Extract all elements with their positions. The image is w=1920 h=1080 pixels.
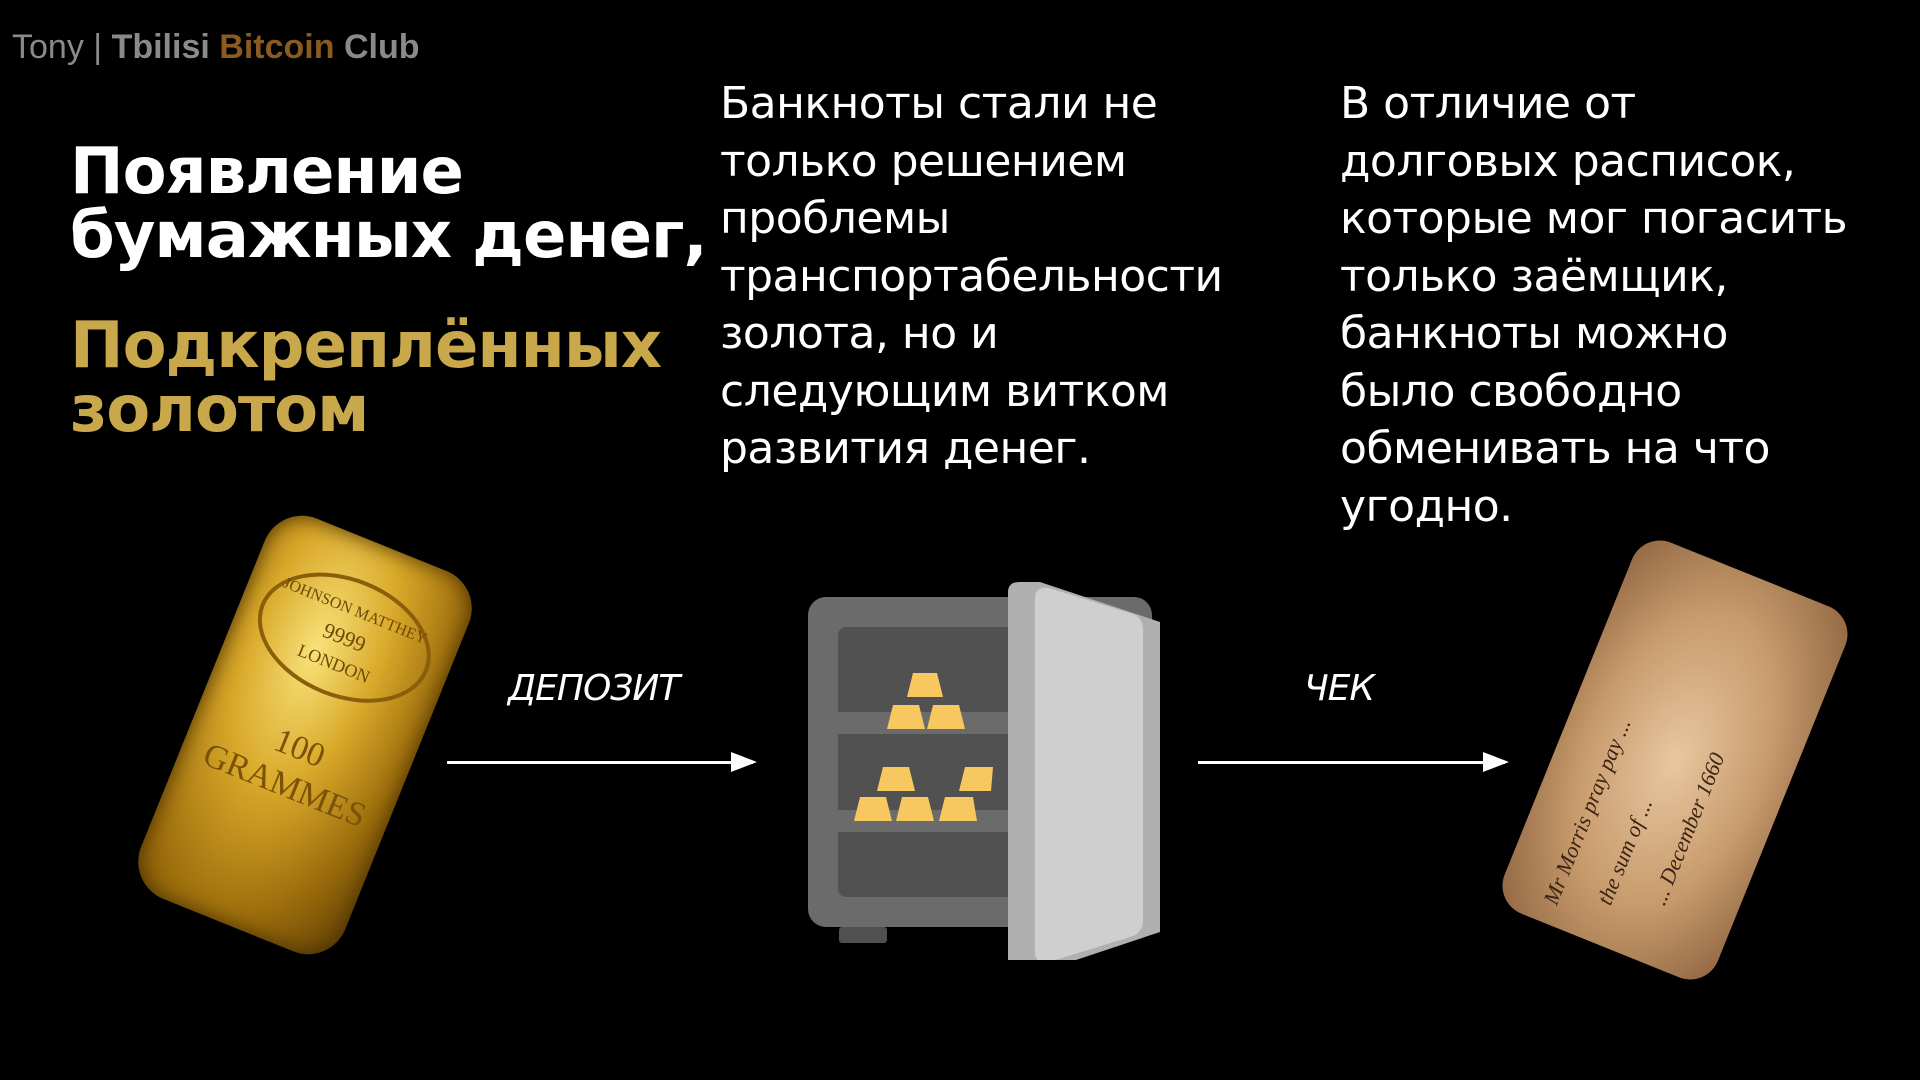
club-name-bitcoin: Bitcoin xyxy=(219,28,335,66)
club-name-club: Club xyxy=(343,28,420,66)
check-label: ЧЕК xyxy=(1304,668,1375,709)
paragraph-line: В отличие от xyxy=(1340,78,1636,129)
separator: | xyxy=(93,28,103,66)
paragraph-line: только заёмщик, xyxy=(1340,250,1728,302)
slide-title: Появление бумажных денег, xyxy=(70,135,708,273)
subtitle-line: золотом xyxy=(70,373,369,447)
paragraph-line: угодно. xyxy=(1340,480,1513,532)
safe-icon xyxy=(808,582,1160,960)
arrow-right-icon xyxy=(447,752,757,772)
bar-weight-text: 100 GRAMMES xyxy=(175,689,409,846)
slide-subtitle: Подкреплённых золотом xyxy=(70,309,662,447)
deposit-label: ДЕПОЗИТ xyxy=(508,668,680,709)
paragraph-line: только решением xyxy=(720,135,1127,187)
paragraph-line: следующим витком xyxy=(720,365,1169,417)
note-handwriting: ... December 1660 xyxy=(1645,749,1730,909)
paragraph-line: транспортабельности xyxy=(720,250,1223,302)
paragraph-middle: Банкноты стали не только решением пробле… xyxy=(720,75,1223,478)
header-branding: Tony | Tbilisi Bitcoin Club xyxy=(12,28,419,67)
club-name-tbilisi: Tbilisi xyxy=(111,28,210,66)
paragraph-line: которые мог погасить xyxy=(1340,193,1848,244)
paragraph-line: Банкноты стали не xyxy=(720,78,1158,129)
paragraph-line: развития денег. xyxy=(720,423,1091,474)
paragraph-right: В отличие от долговых расписок, которые … xyxy=(1340,75,1848,535)
arrow-right-icon xyxy=(1198,752,1509,772)
paragraph-line: проблемы xyxy=(720,193,950,244)
title-line: Появление xyxy=(70,135,464,209)
paragraph-line: долговых расписок, xyxy=(1340,135,1796,187)
paragraph-line: обменивать на что xyxy=(1340,423,1770,474)
paragraph-line: золота, но и xyxy=(720,308,999,359)
author-name: Tony xyxy=(12,28,84,66)
title-line: бумажных денег, xyxy=(70,199,708,273)
paragraph-line: банкноты можно xyxy=(1340,308,1728,359)
subtitle-line: Подкреплённых xyxy=(70,309,662,383)
paragraph-line: было свободно xyxy=(1340,365,1682,417)
historic-cheque-image: Mr Morris pray pay ... the sum of ... ..… xyxy=(1493,531,1857,989)
gold-bar-stamp: JOHNSON MATTHEY 9999 LONDON xyxy=(238,548,451,727)
gold-bar-image: JOHNSON MATTHEY 9999 LONDON 100 GRAMMES xyxy=(126,503,484,967)
